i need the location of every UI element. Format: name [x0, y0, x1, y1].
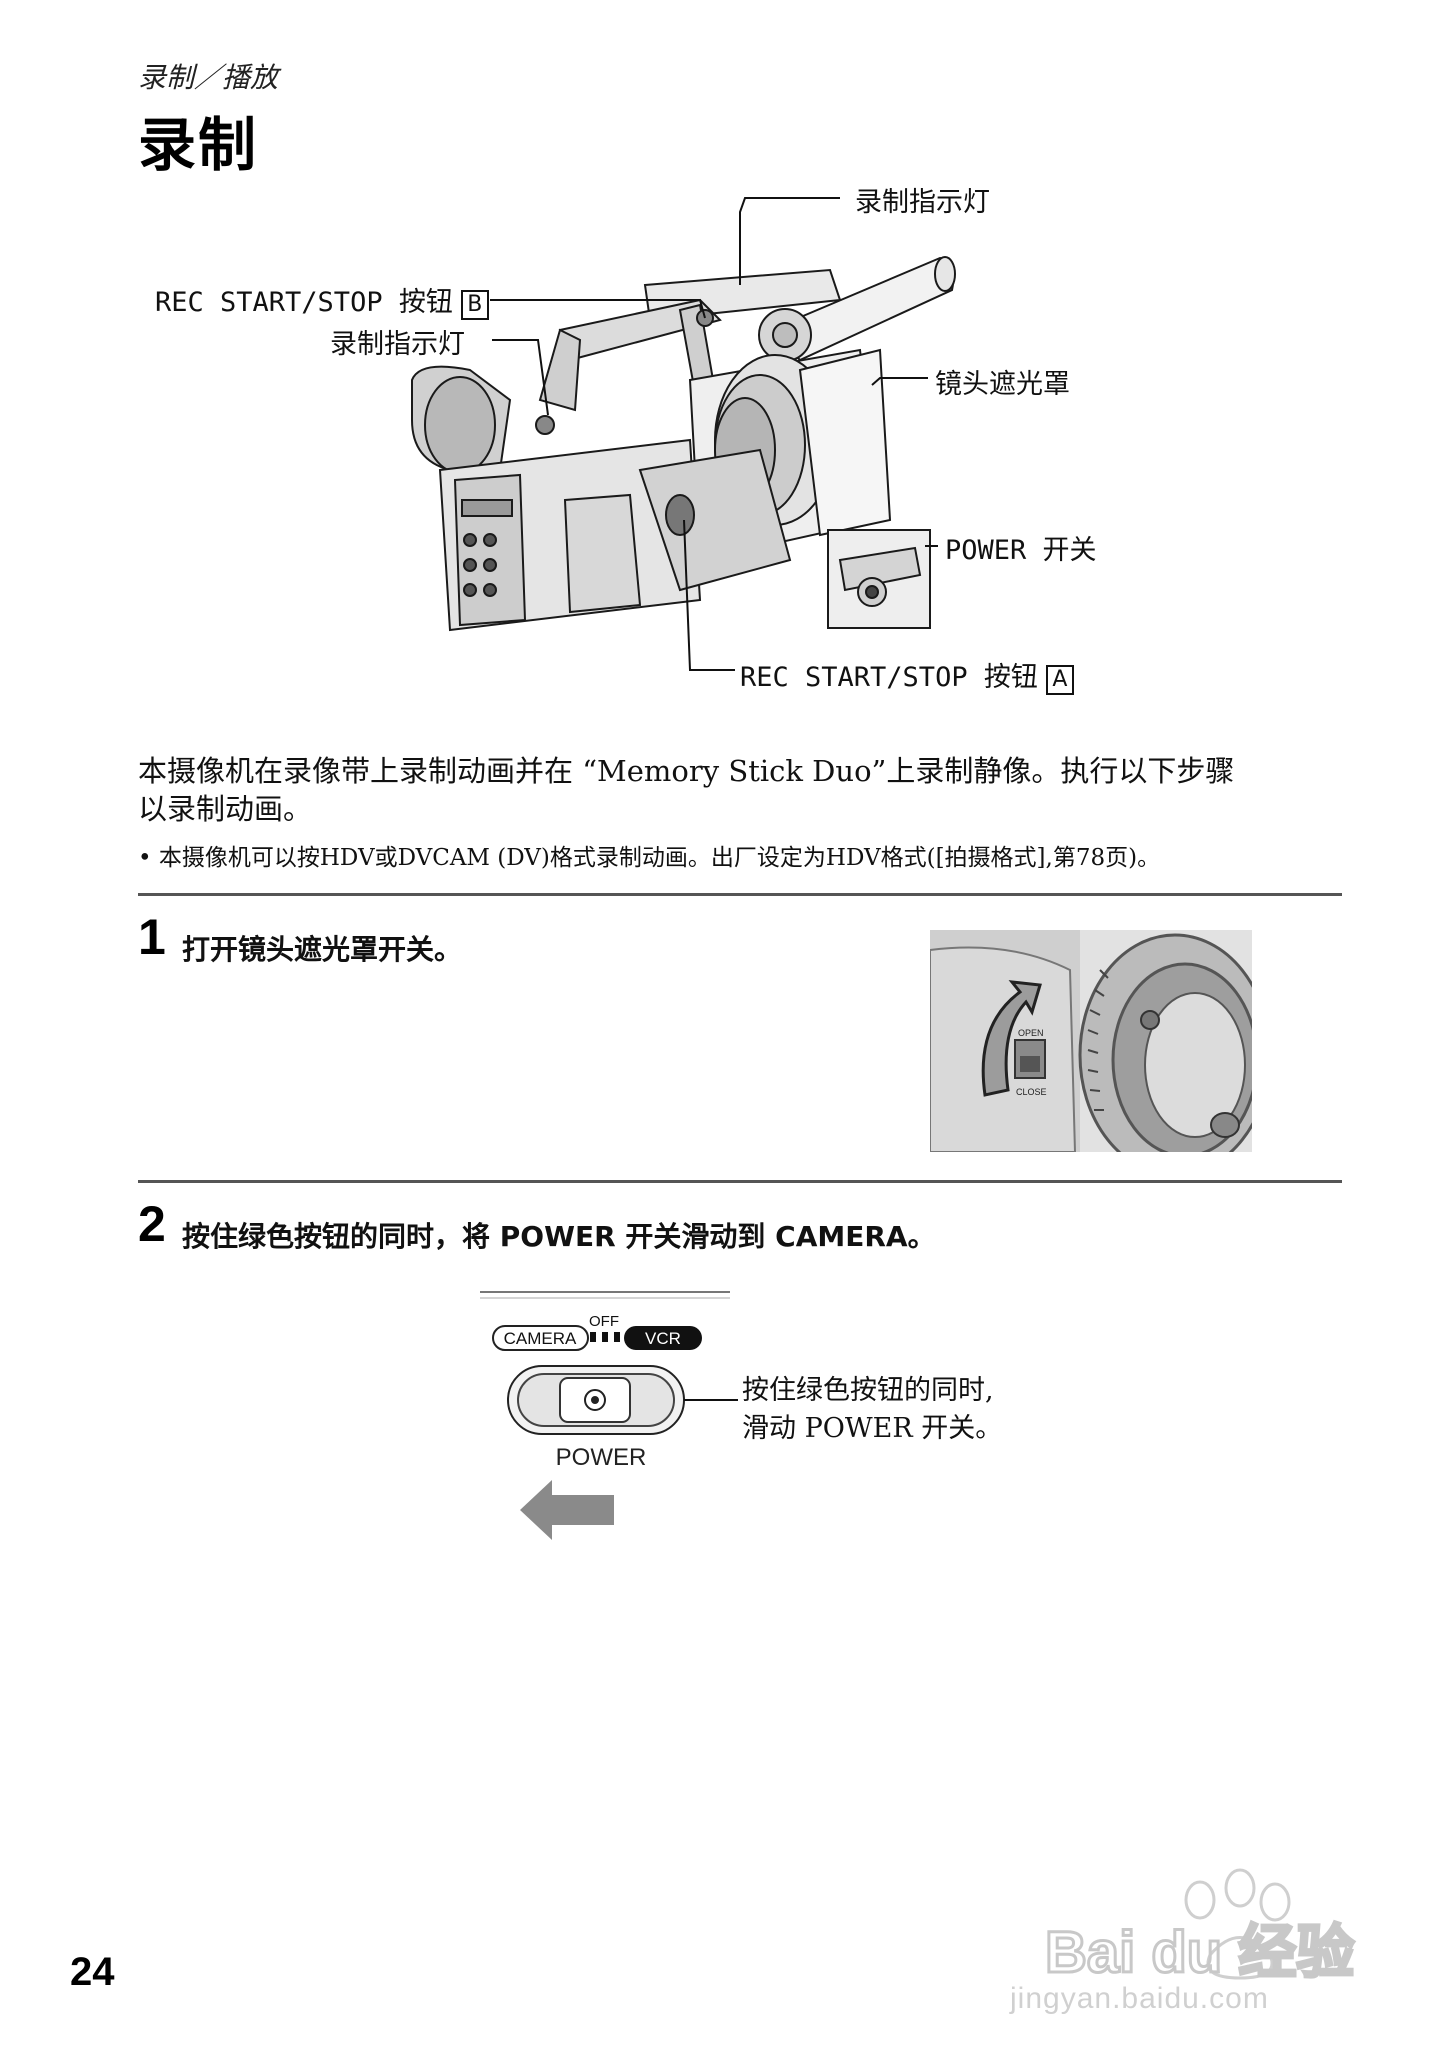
step-2-number: 2: [138, 1196, 166, 1252]
paw-icon: [1184, 1868, 1291, 1980]
step-1-text: 打开镜头遮光罩开关。: [182, 933, 463, 966]
step-2-text: 按住绿色按钮的同时，将 POWER 开关滑动到 CAMERA。: [182, 1220, 936, 1253]
off-mode-label: OFF: [589, 1313, 619, 1330]
baidu-watermark: Bai du 经验: [1044, 1868, 1356, 1987]
section-divider: [138, 1180, 1342, 1183]
power-switch-label: POWER 开关: [945, 535, 1097, 566]
power-switch-note: 按住绿色按钮的同时, 滑动 POWER 开关。: [742, 1372, 1002, 1448]
camera-mode-label: CAMERA: [504, 1329, 577, 1348]
vcr-mode-label: VCR: [645, 1329, 681, 1348]
power-switch-figure: CAMERA OFF VCR POWER: [480, 1291, 738, 1540]
lens-close-label: CLOSE: [1016, 1087, 1047, 1097]
lens-open-label: OPEN: [1018, 1028, 1044, 1038]
boxed-letter-a: A: [1045, 665, 1074, 695]
intro-paragraph: 本摄像机在录像带上录制动画并在 “Memory Stick Duo”上录制静像。…: [138, 752, 1348, 828]
page-title: 录制: [138, 111, 259, 179]
note-bullet: • 本摄像机可以按HDV或DVCAM (DV)格式录制动画。出厂设定为HDV格式…: [138, 845, 1161, 871]
lens-cover-figure: OPEN CLOSE: [930, 930, 1252, 1152]
up-arrow-icon: [981, 980, 1042, 1097]
intro-line-1: 本摄像机在录像带上录制动画并在 “Memory Stick Duo”上录制静像。…: [138, 754, 1235, 788]
breadcrumb: 录制／播放: [138, 61, 279, 94]
page-number: 24: [70, 1950, 115, 1994]
power-note-line-1: 按住绿色按钮的同时,: [742, 1375, 994, 1406]
rec-lamp-top-label: 录制指示灯: [855, 187, 990, 218]
section-divider: [138, 893, 1342, 896]
watermark-brand: Bai du 经验: [1045, 1920, 1354, 1985]
lens-cover-label: 镜头遮光罩: [935, 369, 1070, 400]
left-arrow-icon: [520, 1480, 614, 1540]
boxed-letter-b: B: [460, 290, 489, 320]
rec-lamp-left-label: 录制指示灯: [330, 329, 465, 360]
rec-start-stop-b-text: REC START/STOP 按钮: [155, 287, 453, 318]
intro-line-2: 以录制动画。: [138, 792, 313, 826]
rec-start-stop-a-text: REC START/STOP 按钮: [740, 662, 1038, 693]
watermark-url: jingyan.baidu.com: [1010, 1982, 1269, 2015]
power-switch-caption: POWER: [556, 1444, 647, 1471]
step-1-number: 1: [138, 909, 166, 965]
power-note-line-2: 滑动 POWER 开关。: [742, 1413, 1003, 1444]
camcorder-illustration: [411, 197, 956, 671]
